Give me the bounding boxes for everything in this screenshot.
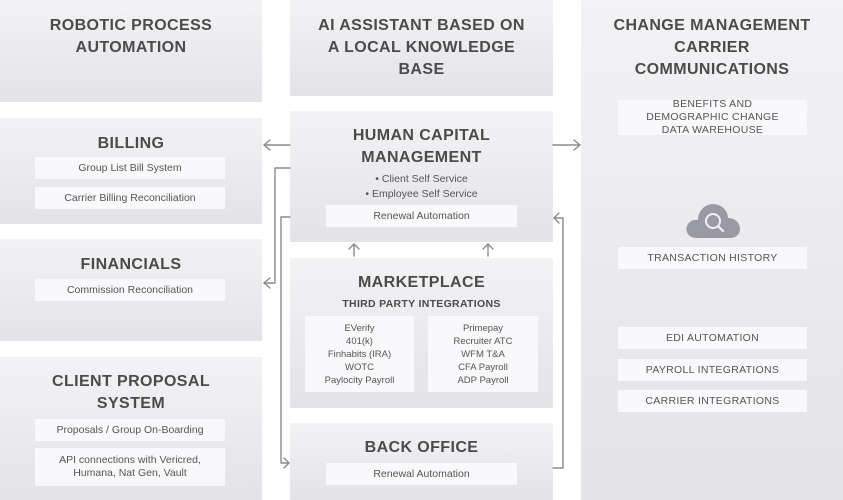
arrow-hcm-to-back-office <box>280 216 291 469</box>
marketplace-subtitle: THIRD PARTY INTEGRATIONS <box>342 298 501 310</box>
financials-panel: FINANCIALS Commission Reconciliation <box>0 239 262 341</box>
arrow-marketplace-to-hcm-left <box>348 243 360 257</box>
transaction-history-tag: TRANSACTION HISTORY <box>618 247 807 269</box>
arrow-hcm-to-change-management <box>552 139 581 151</box>
integration-item: WFM T&A <box>461 348 505 360</box>
change-management-panel: CHANGE MANAGEMENT CARRIER COMMUNICATIONS… <box>581 0 843 500</box>
back-office-title: BACK OFFICE <box>364 439 479 456</box>
billing-panel: BILLING Group List Bill System Carrier B… <box>0 118 262 224</box>
marketplace-title: MARKETPLACE <box>357 274 486 291</box>
client-proposal-panel: CLIENT PROPOSAL SYSTEM Proposals / Group… <box>0 357 262 500</box>
integration-item: CFA Payroll <box>458 361 508 373</box>
carrier-integrations-tag: CARRIER INTEGRATIONS <box>618 390 807 412</box>
integration-item: Recruiter ATC <box>453 335 513 347</box>
arrow-back-office-to-hcm <box>552 212 564 469</box>
hcm-panel: HUMAN CAPITAL MANAGEMENT Client Self Ser… <box>290 111 553 242</box>
financials-title: FINANCIALS <box>80 256 182 273</box>
change-management-title: CHANGE MANAGEMENT CARRIER COMMUNICATIONS <box>613 17 811 78</box>
group-list-bill-tag: Group List Bill System <box>35 157 225 179</box>
integration-item: 401(k) <box>346 335 373 347</box>
employee-self-service: Employee Self Service <box>290 187 553 202</box>
back-office-renewal-tag: Renewal Automation <box>326 463 517 485</box>
ai-assistant-title: AI ASSISTANT BASED ON A LOCAL KNOWLEDGE … <box>318 17 525 78</box>
billing-title: BILLING <box>97 135 165 152</box>
integration-item: Primepay <box>462 322 504 334</box>
payroll-integrations-tag: PAYROLL INTEGRATIONS <box>618 359 807 381</box>
cloud-search-icon <box>683 198 743 242</box>
rpa-title: ROBOTIC PROCESS AUTOMATION <box>49 17 213 56</box>
integration-item: ADP Payroll <box>457 374 509 386</box>
client-proposal-title: CLIENT PROPOSAL SYSTEM <box>51 373 210 412</box>
integrations-list-left: EVerify 401(k) Finhabits (IRA) WOTC Payl… <box>305 316 414 392</box>
commission-reconciliation-tag: Commission Reconciliation <box>35 279 225 301</box>
integration-item: EVerify <box>344 322 375 334</box>
rpa-panel: ROBOTIC PROCESS AUTOMATION <box>0 0 262 102</box>
api-connections-tag: API connections with Vericred, Humana, N… <box>35 448 225 486</box>
integration-item: WOTC <box>344 361 375 373</box>
back-office-panel: BACK OFFICE Renewal Automation <box>290 423 553 500</box>
client-self-service: Client Self Service <box>290 172 553 187</box>
edi-automation-tag: EDI AUTOMATION <box>618 327 807 349</box>
marketplace-panel: MARKETPLACE THIRD PARTY INTEGRATIONS EVe… <box>290 258 553 408</box>
integrations-list-right: Primepay Recruiter ATC WFM T&A CFA Payro… <box>428 316 538 392</box>
arrow-hcm-to-financials <box>263 167 291 289</box>
hcm-bullets: Client Self Service Employee Self Servic… <box>290 172 553 202</box>
proposals-onboarding-tag: Proposals / Group On-Boarding <box>35 419 225 441</box>
integration-item: Paylocity Payroll <box>324 374 395 386</box>
hcm-renewal-tag: Renewal Automation <box>326 205 517 227</box>
arrow-hcm-to-billing <box>263 139 291 151</box>
integration-item: Finhabits (IRA) <box>327 348 392 360</box>
arrow-marketplace-to-hcm-right <box>482 243 494 257</box>
ai-assistant-panel: AI ASSISTANT BASED ON A LOCAL KNOWLEDGE … <box>290 0 553 96</box>
benefits-warehouse-tag: BENEFITS AND DEMOGRAPHIC CHANGE DATA WAR… <box>618 98 807 136</box>
hcm-title: HUMAN CAPITAL MANAGEMENT <box>352 127 491 166</box>
carrier-billing-tag: Carrier Billing Reconciliation <box>35 187 225 209</box>
